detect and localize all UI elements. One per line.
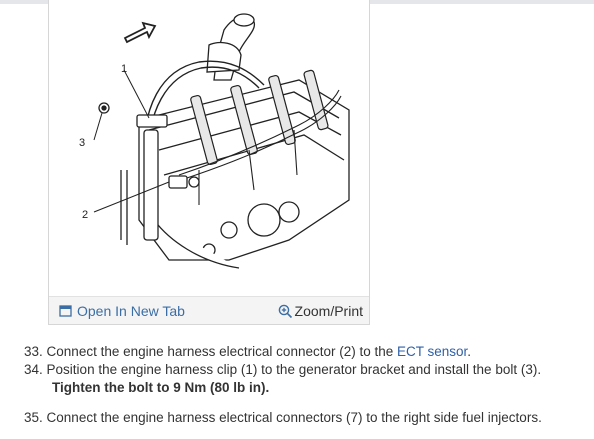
harness-clip [120, 114, 168, 245]
step-number: 33. [24, 344, 43, 359]
step-number: 34. [24, 362, 43, 377]
torque-spec: Tighten the bolt to 9 Nm (80 lb in). [52, 380, 270, 395]
spacer [24, 397, 584, 409]
step-text-end: . [467, 344, 472, 359]
callout-3: 3 [79, 137, 85, 149]
instruction-steps: 33. Connect the engine harness electrica… [24, 343, 584, 427]
zoom-print-link[interactable]: Zoom/Print [278, 303, 363, 319]
figure-card: 1 3 2 Open In New Tab Zoom/Print [48, 0, 370, 325]
step-34: 34. Position the engine harness clip (1)… [24, 361, 584, 379]
bolt-3 [98, 102, 110, 114]
callout-1: 1 [121, 63, 127, 75]
figure-footer: Open In New Tab Zoom/Print [49, 296, 369, 324]
ect-connector [168, 175, 200, 189]
fuel-injectors [190, 69, 329, 166]
callout-leaders [93, 69, 170, 213]
step-35: 35. Connect the engine harness electrica… [24, 409, 584, 427]
step-text: Position the engine harness clip (1) to … [46, 362, 542, 377]
zoom-print-label: Zoom/Print [294, 303, 363, 319]
open-in-new-tab-label: Open In New Tab [77, 303, 185, 319]
wiring-harness [178, 89, 342, 205]
open-in-new-tab-link[interactable]: Open In New Tab [59, 303, 185, 319]
new-tab-icon [59, 305, 72, 317]
callout-2: 2 [82, 209, 88, 221]
direction-arrow [123, 21, 157, 44]
zoom-icon [278, 304, 292, 318]
engine-harness-diagram[interactable]: 1 3 2 [49, 0, 369, 296]
step-text: Connect the engine harness electrical co… [46, 344, 397, 359]
step-number: 35. [24, 410, 43, 425]
step-text: Connect the engine harness electrical co… [46, 410, 542, 425]
ect-sensor-link[interactable]: ECT sensor [397, 344, 468, 359]
step-33: 33. Connect the engine harness electrica… [24, 343, 584, 361]
